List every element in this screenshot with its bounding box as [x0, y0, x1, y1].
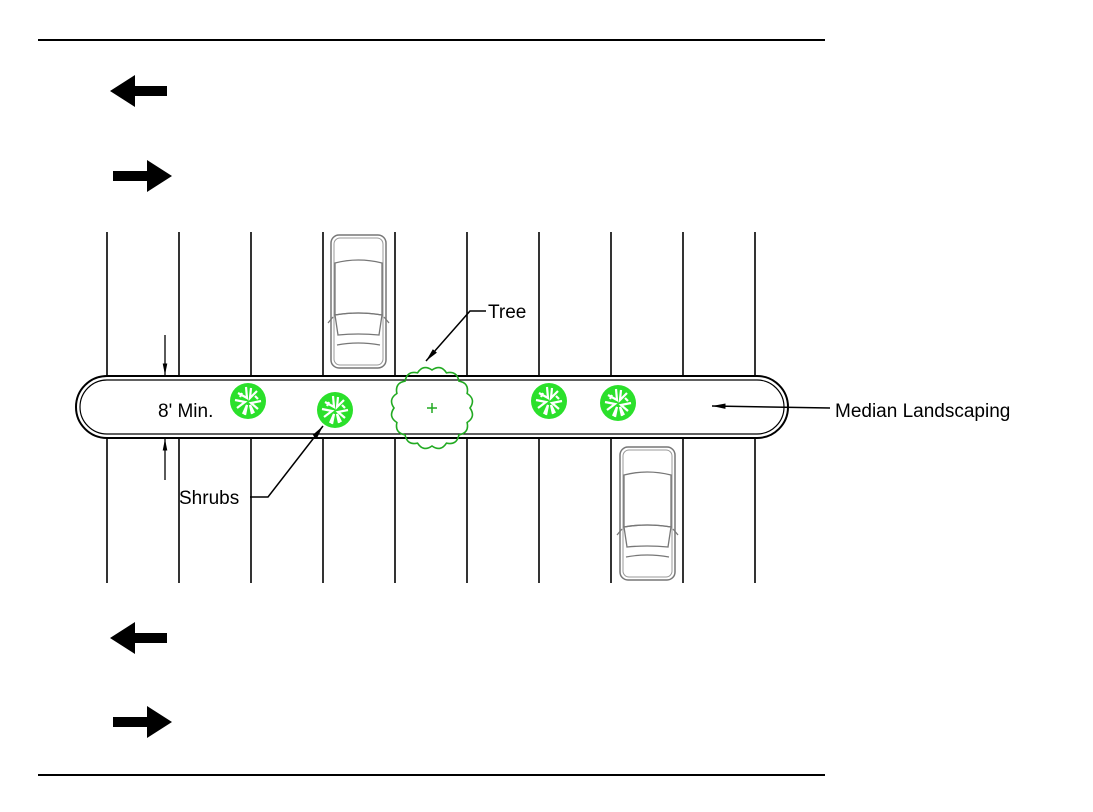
shrubs-leader [250, 425, 324, 498]
tree-icon [390, 366, 474, 450]
shrubs-label: Shrubs [179, 488, 239, 509]
car-icon [327, 234, 390, 369]
arrow-right-icon [113, 706, 172, 738]
shrub-icon [315, 390, 355, 430]
arrow-left-icon [110, 75, 167, 107]
tree-label: Tree [488, 302, 526, 323]
shrub-icon [598, 383, 638, 423]
width-label: 8' Min. [158, 401, 213, 422]
median-landscaping-label: Median Landscaping [835, 401, 1010, 422]
shrub-icon [529, 381, 569, 421]
median-leader [711, 403, 831, 409]
car-icon [616, 446, 679, 581]
arrow-left-icon [110, 622, 167, 654]
tree-leader [425, 310, 486, 362]
shrub-icon [228, 381, 268, 421]
arrow-right-icon [113, 160, 172, 192]
